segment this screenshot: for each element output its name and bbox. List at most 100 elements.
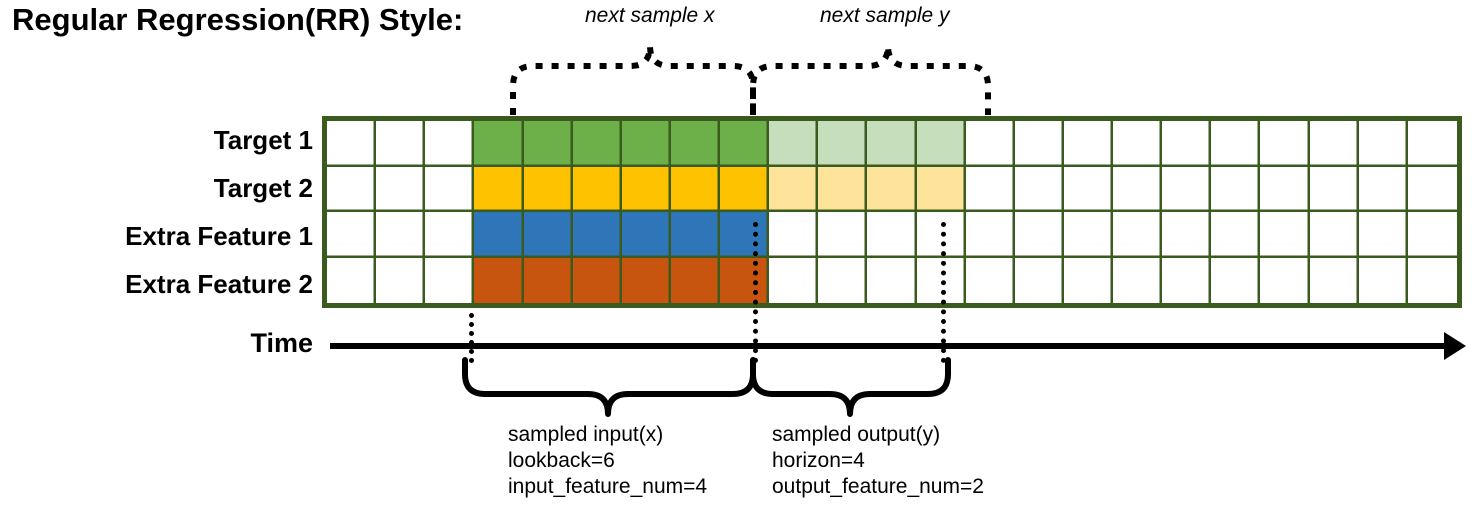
guide-line-input-start-lower — [469, 313, 474, 363]
grid-cell-r2-c2 — [376, 166, 426, 212]
grid-cell-r2-c8 — [670, 166, 721, 212]
grid-cell-r3-c16 — [1063, 212, 1114, 258]
grid-cell-r4-c22 — [1358, 257, 1408, 303]
grid-cell-r4-c16 — [1063, 257, 1114, 303]
grid-cell-r2-c22 — [1358, 166, 1408, 212]
grid-cell-r1-c13 — [916, 121, 966, 167]
grid-cell-r4-c15 — [1014, 257, 1064, 303]
grid-cell-r2-c23 — [1407, 166, 1457, 212]
grid-cell-r3-c6 — [572, 212, 622, 258]
grid-cell-r2-c19 — [1211, 166, 1261, 212]
grid-cell-r1-c17 — [1113, 121, 1163, 167]
grid-cell-r1-c22 — [1358, 121, 1408, 167]
row-label-target-1: Target 1 — [213, 125, 313, 155]
grid-cell-r3-c5 — [523, 212, 573, 258]
grid-cell-r3-c8 — [670, 212, 721, 258]
grid-cell-r1-c21 — [1309, 121, 1359, 167]
grid-cell-r4-c19 — [1211, 257, 1261, 303]
grid-cell-r1-c11 — [818, 121, 868, 167]
row-label-extra-feature-1: Extra Feature 1 — [125, 221, 313, 251]
caption-input-line1: sampled input(x) — [508, 423, 664, 446]
grid-cell-r4-c14 — [965, 257, 1015, 303]
grid-cell-r2-c20 — [1260, 166, 1310, 212]
grid-cell-r2-c13 — [916, 166, 966, 212]
grid-cell-r4-c21 — [1309, 257, 1359, 303]
grid-cell-r3-c14 — [965, 212, 1015, 258]
caption-sampled-output: sampled output(y) horizon=4 output_featu… — [772, 422, 984, 500]
grid-cell-r3-c21 — [1309, 212, 1359, 258]
grid-cell-r4-c20 — [1260, 257, 1310, 303]
grid-cell-r3-c23 — [1407, 212, 1457, 258]
grid-cell-r4-c1 — [327, 257, 377, 303]
grid-cell-r4-c3 — [425, 257, 475, 303]
grid-cell-r3-c11 — [818, 212, 868, 258]
caption-sampled-input: sampled input(x) lookback=6 input_featur… — [508, 422, 707, 500]
grid-cell-r3-c2 — [376, 212, 426, 258]
grid-cell-r2-c3 — [425, 166, 475, 212]
caption-input-line2: lookback=6 — [508, 449, 615, 472]
grid-cell-r2-c10 — [769, 166, 819, 212]
grid-cell-r2-c16 — [1063, 166, 1114, 212]
axis-label-time: Time — [250, 328, 313, 358]
grid-cell-r3-c15 — [1014, 212, 1064, 258]
grid-cell-r2-c4 — [474, 166, 524, 212]
grid-cell-r1-c23 — [1407, 121, 1457, 167]
grid-cell-r2-c1 — [327, 166, 377, 212]
grid-cell-r3-c17 — [1113, 212, 1163, 258]
grid-cell-r2-c11 — [818, 166, 868, 212]
grid-cell-r3-c12 — [867, 212, 917, 258]
annotation-next-sample-x: next sample x — [585, 4, 715, 27]
grid-cell-r4-c5 — [523, 257, 573, 303]
grid-cell-r2-c12 — [867, 166, 917, 212]
grid-cell-r4-c23 — [1407, 257, 1457, 303]
grid-cell-r1-c8 — [670, 121, 721, 167]
grid-cell-r2-c18 — [1162, 166, 1212, 212]
grid-cell-r3-c20 — [1260, 212, 1310, 258]
grid-cell-r1-c5 — [523, 121, 573, 167]
caption-output-line1: sampled output(y) — [772, 423, 941, 446]
grid-cell-r2-c5 — [523, 166, 573, 212]
grid-cell-r1-c7 — [621, 121, 671, 167]
grid-cell-r1-c19 — [1211, 121, 1261, 167]
grid-cell-r3-c10 — [769, 212, 819, 258]
grid-cell-r2-c9 — [720, 166, 770, 212]
grid-cell-r1-c2 — [376, 121, 426, 167]
row-label-extra-feature-2: Extra Feature 2 — [125, 269, 313, 299]
grid-cell-r1-c12 — [867, 121, 917, 167]
grid-cell-r2-c7 — [621, 166, 671, 212]
grid-cell-r4-c9 — [720, 257, 770, 303]
top-dotted-braces — [510, 45, 991, 115]
grid-cell-r1-c1 — [327, 121, 377, 167]
grid-cell-r4-c11 — [818, 257, 868, 303]
annotation-next-sample-y: next sample y — [820, 4, 950, 27]
time-axis-arrow-icon — [1444, 332, 1466, 360]
grid-cell-r1-c9 — [720, 121, 770, 167]
grid-cell-r1-c16 — [1063, 121, 1114, 167]
guide-line-output-end — [941, 222, 946, 363]
grid-cell-r2-c17 — [1113, 166, 1163, 212]
grid-cell-r3-c19 — [1211, 212, 1261, 258]
grid-cell-r4-c18 — [1162, 257, 1212, 303]
grid-cell-r1-c10 — [769, 121, 819, 167]
grid-cell-r4-c4 — [474, 257, 524, 303]
grid-cell-r1-c14 — [965, 121, 1015, 167]
row-label-target-2: Target 2 — [213, 173, 313, 203]
grid-cell-r2-c14 — [965, 166, 1015, 212]
grid-cell-r4-c10 — [769, 257, 819, 303]
grid-cell-r4-c7 — [621, 257, 671, 303]
grid-cell-r2-c15 — [1014, 166, 1064, 212]
page-title: Regular Regression(RR) Style: — [12, 2, 464, 37]
grid-cell-r3-c18 — [1162, 212, 1212, 258]
grid-cell-r1-c20 — [1260, 121, 1310, 167]
grid-cell-r2-c6 — [572, 166, 622, 212]
grid-cell-r1-c3 — [425, 121, 475, 167]
grid-cell-r4-c12 — [867, 257, 917, 303]
grid-cell-r1-c6 — [572, 121, 622, 167]
grid-cell-r2-c21 — [1309, 166, 1359, 212]
grid-cell-r3-c7 — [621, 212, 671, 258]
grid-cell-r3-c4 — [474, 212, 524, 258]
caption-output-line3: output_feature_num=2 — [772, 475, 984, 498]
grid-cell-r3-c22 — [1358, 212, 1408, 258]
bottom-braces — [462, 357, 951, 417]
